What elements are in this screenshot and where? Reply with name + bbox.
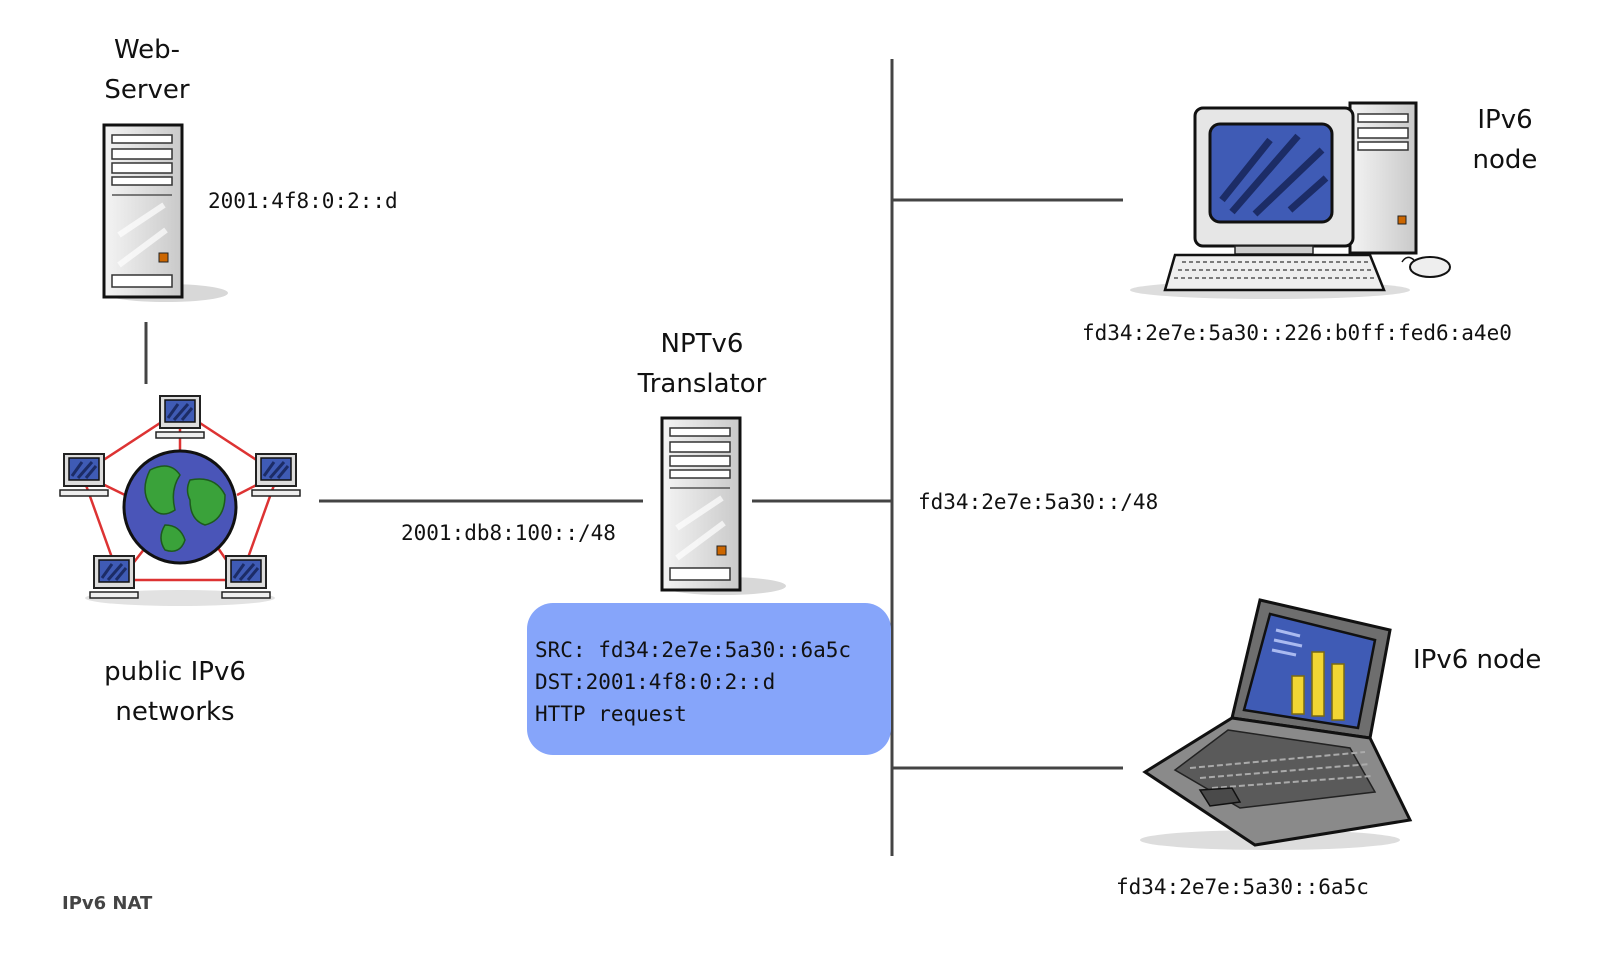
translator-inner-prefix: fd34:2e7e:5a30::/48 xyxy=(918,490,1159,514)
public-network-label-line1: public IPv6 xyxy=(104,657,246,687)
laptop-icon xyxy=(1140,598,1413,850)
desktop-node-label-line1: IPv6 xyxy=(1477,105,1533,135)
translator-label-line1: NPTv6 xyxy=(660,329,744,359)
web-server-label-line1: Web- xyxy=(113,35,181,65)
globe-network-icon xyxy=(58,394,302,606)
server-icon xyxy=(662,418,786,595)
diagram-caption: IPv6 NAT xyxy=(62,893,153,914)
translator-label: NPTv6 Translator xyxy=(622,324,782,404)
desktop-node-address: fd34:2e7e:5a30::226:b0ff:fed6:a4e0 xyxy=(1082,321,1512,345)
laptop-node-address: fd34:2e7e:5a30::6a5c xyxy=(1116,875,1369,899)
translator-outer-prefix: 2001:db8:100::/48 xyxy=(401,521,616,545)
packet-box: SRC: fd34:2e7e:5a30::6a5c DST:2001:4f8:0… xyxy=(527,603,891,755)
translator-label-line2: Translator xyxy=(637,369,767,399)
web-server-address: 2001:4f8:0:2::d xyxy=(208,189,398,213)
packet-src: SRC: fd34:2e7e:5a30::6a5c xyxy=(535,638,852,662)
desktop-node-label-line2: node xyxy=(1472,145,1538,175)
laptop-node-label: IPv6 node xyxy=(1413,645,1542,675)
connection-lines xyxy=(144,59,1123,856)
packet-payload: HTTP request xyxy=(535,702,687,726)
packet-dst: DST:2001:4f8:0:2::d xyxy=(535,670,776,694)
desktop-node-label: IPv6 node xyxy=(1460,100,1550,180)
desktop-computer-icon xyxy=(1130,101,1451,299)
web-server-label: Web- Server xyxy=(92,30,202,110)
web-server-label-line2: Server xyxy=(104,75,190,105)
public-network-label: public IPv6 networks xyxy=(80,652,270,732)
public-network-label-line2: networks xyxy=(115,697,235,727)
